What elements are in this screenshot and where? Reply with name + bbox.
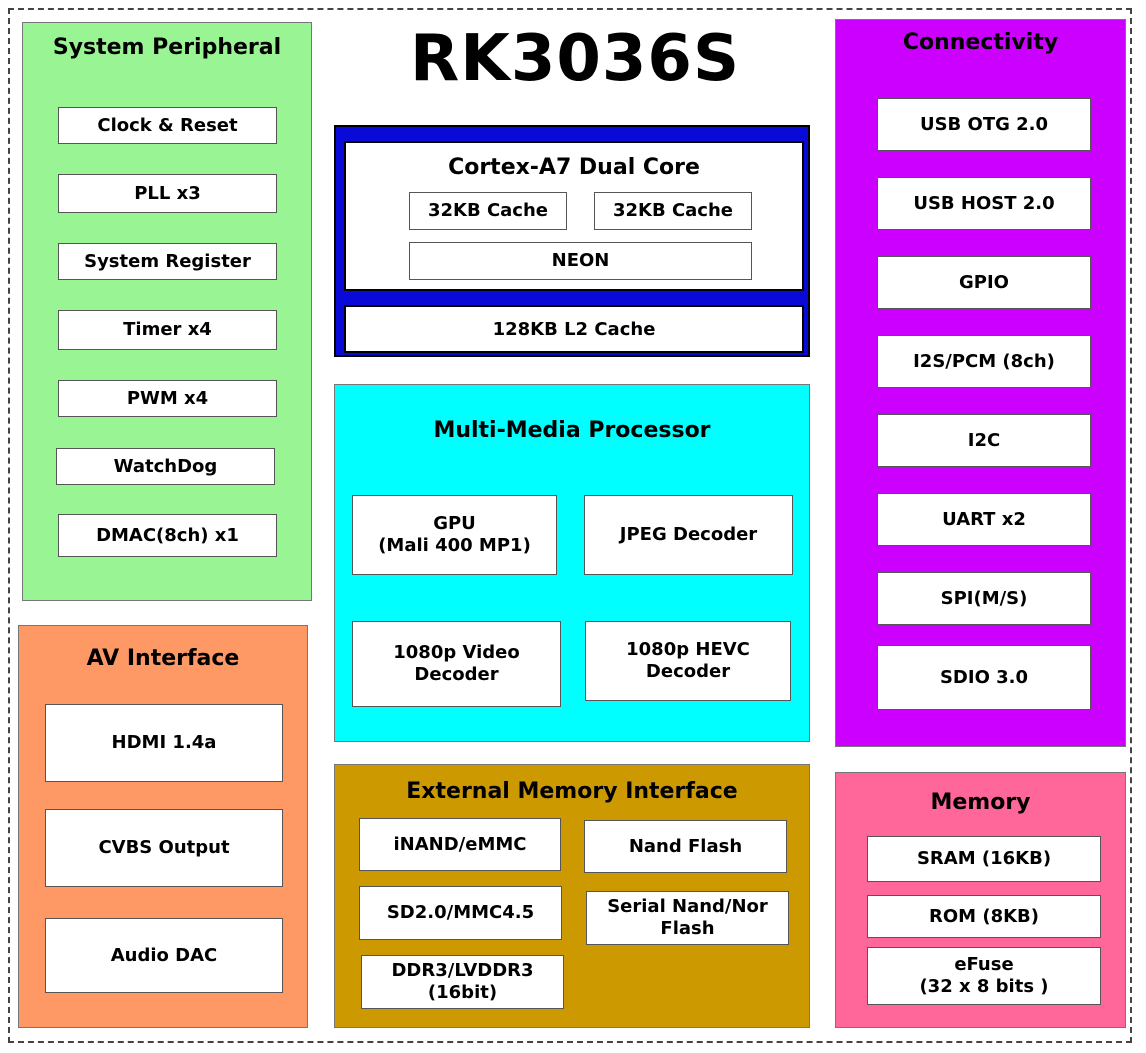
sram-block: SRAM (16KB) [867,836,1101,882]
cvbs-output-block: CVBS Output [45,809,283,887]
clock-reset-block: Clock & Reset [58,107,277,144]
gpu-block: GPU (Mali 400 MP1) [352,495,557,575]
rom-block: ROM (8KB) [867,895,1101,938]
l1-cache-block-2: 32KB Cache [594,192,752,230]
spi-block: SPI(M/S) [877,572,1091,625]
sdio-block: SDIO 3.0 [877,645,1091,710]
audio-dac-block: Audio DAC [45,918,283,993]
sd-mmc-block: SD2.0/MMC4.5 [359,886,562,940]
efuse-block: eFuse (32 x 8 bits ) [867,947,1101,1005]
dmac-block: DMAC(8ch) x1 [58,514,277,557]
memory-title: Memory [930,790,1031,815]
system-peripheral-title: System Peripheral [52,35,282,60]
pll-block: PLL x3 [58,174,277,213]
external-memory-title: External Memory Interface [406,779,738,804]
external-memory-interface-panel: External Memory Interface iNAND/eMMC Nan… [334,764,810,1028]
hdmi-block: HDMI 1.4a [45,704,283,782]
i2c-block: I2C [877,414,1091,467]
hevc-decoder-block: 1080p HEVC Decoder [585,621,791,701]
inand-emmc-block: iNAND/eMMC [359,818,561,871]
l1-cache-block-1: 32KB Cache [409,192,567,230]
chip-title: RK3036S [409,22,741,96]
memory-panel: Memory SRAM (16KB) ROM (8KB) eFuse (32 x… [835,772,1126,1028]
cpu-block: Cortex-A7 Dual Core 32KB Cache 32KB Cach… [334,125,810,357]
connectivity-title: Connectivity [902,30,1059,55]
av-interface-title: AV Interface [86,646,240,671]
watchdog-block: WatchDog [56,448,275,485]
system-register-block: System Register [58,243,277,280]
cpu-title: Cortex-A7 Dual Core [448,155,700,180]
pwm-block: PWM x4 [58,380,277,417]
multimedia-processor-panel: Multi-Media Processor GPU (Mali 400 MP1)… [334,384,810,742]
nand-flash-block: Nand Flash [584,820,787,873]
l2-cache-block: 128KB L2 Cache [344,305,804,353]
i2s-pcm-block: I2S/PCM (8ch) [877,335,1091,388]
av-interface-panel: AV Interface HDMI 1.4a CVBS Output Audio… [18,625,308,1028]
serial-nand-nor-flash-block: Serial Nand/Nor Flash [586,891,789,945]
usb-otg-block: USB OTG 2.0 [877,98,1091,151]
video-decoder-block: 1080p Video Decoder [352,621,561,707]
gpio-block: GPIO [877,256,1091,309]
uart-block: UART x2 [877,493,1091,546]
ddr3-block: DDR3/LVDDR3 (16bit) [361,955,564,1009]
neon-block: NEON [409,242,752,280]
cortex-a7-core: Cortex-A7 Dual Core 32KB Cache 32KB Cach… [344,141,804,291]
multimedia-title: Multi-Media Processor [433,418,711,443]
diagram-frame [8,8,1132,1043]
connectivity-panel: Connectivity USB OTG 2.0 USB HOST 2.0 GP… [835,19,1126,747]
usb-host-block: USB HOST 2.0 [877,177,1091,230]
timer-block: Timer x4 [58,310,277,350]
jpeg-decoder-block: JPEG Decoder [584,495,793,575]
system-peripheral-panel: System Peripheral Clock & Reset PLL x3 S… [22,22,312,601]
